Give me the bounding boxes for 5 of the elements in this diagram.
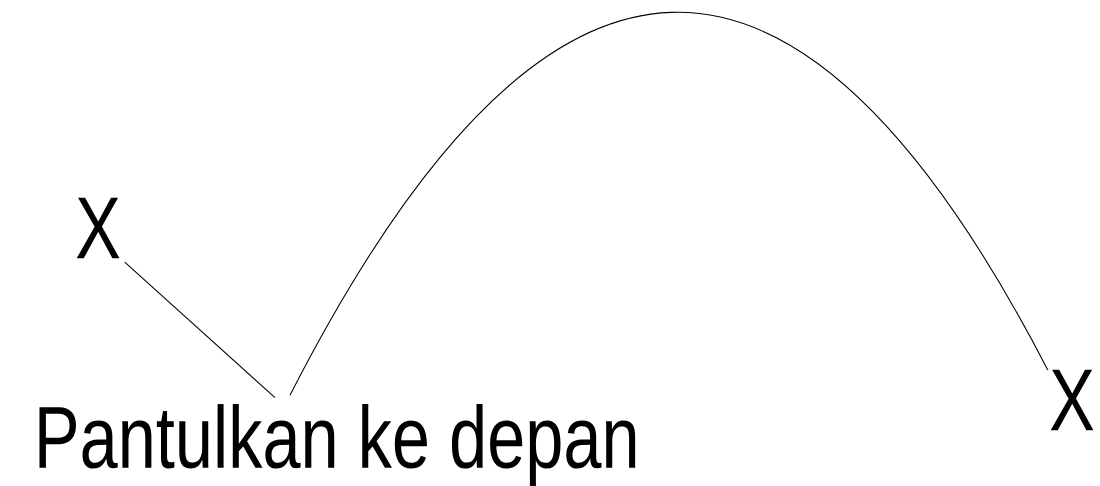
trajectory-curve [289,11,1049,396]
letter-label: X [76,197,120,259]
leader-line [124,261,276,399]
letter-label: X [1050,369,1094,431]
caption-text: Pantulkan ke depan [39,404,636,486]
